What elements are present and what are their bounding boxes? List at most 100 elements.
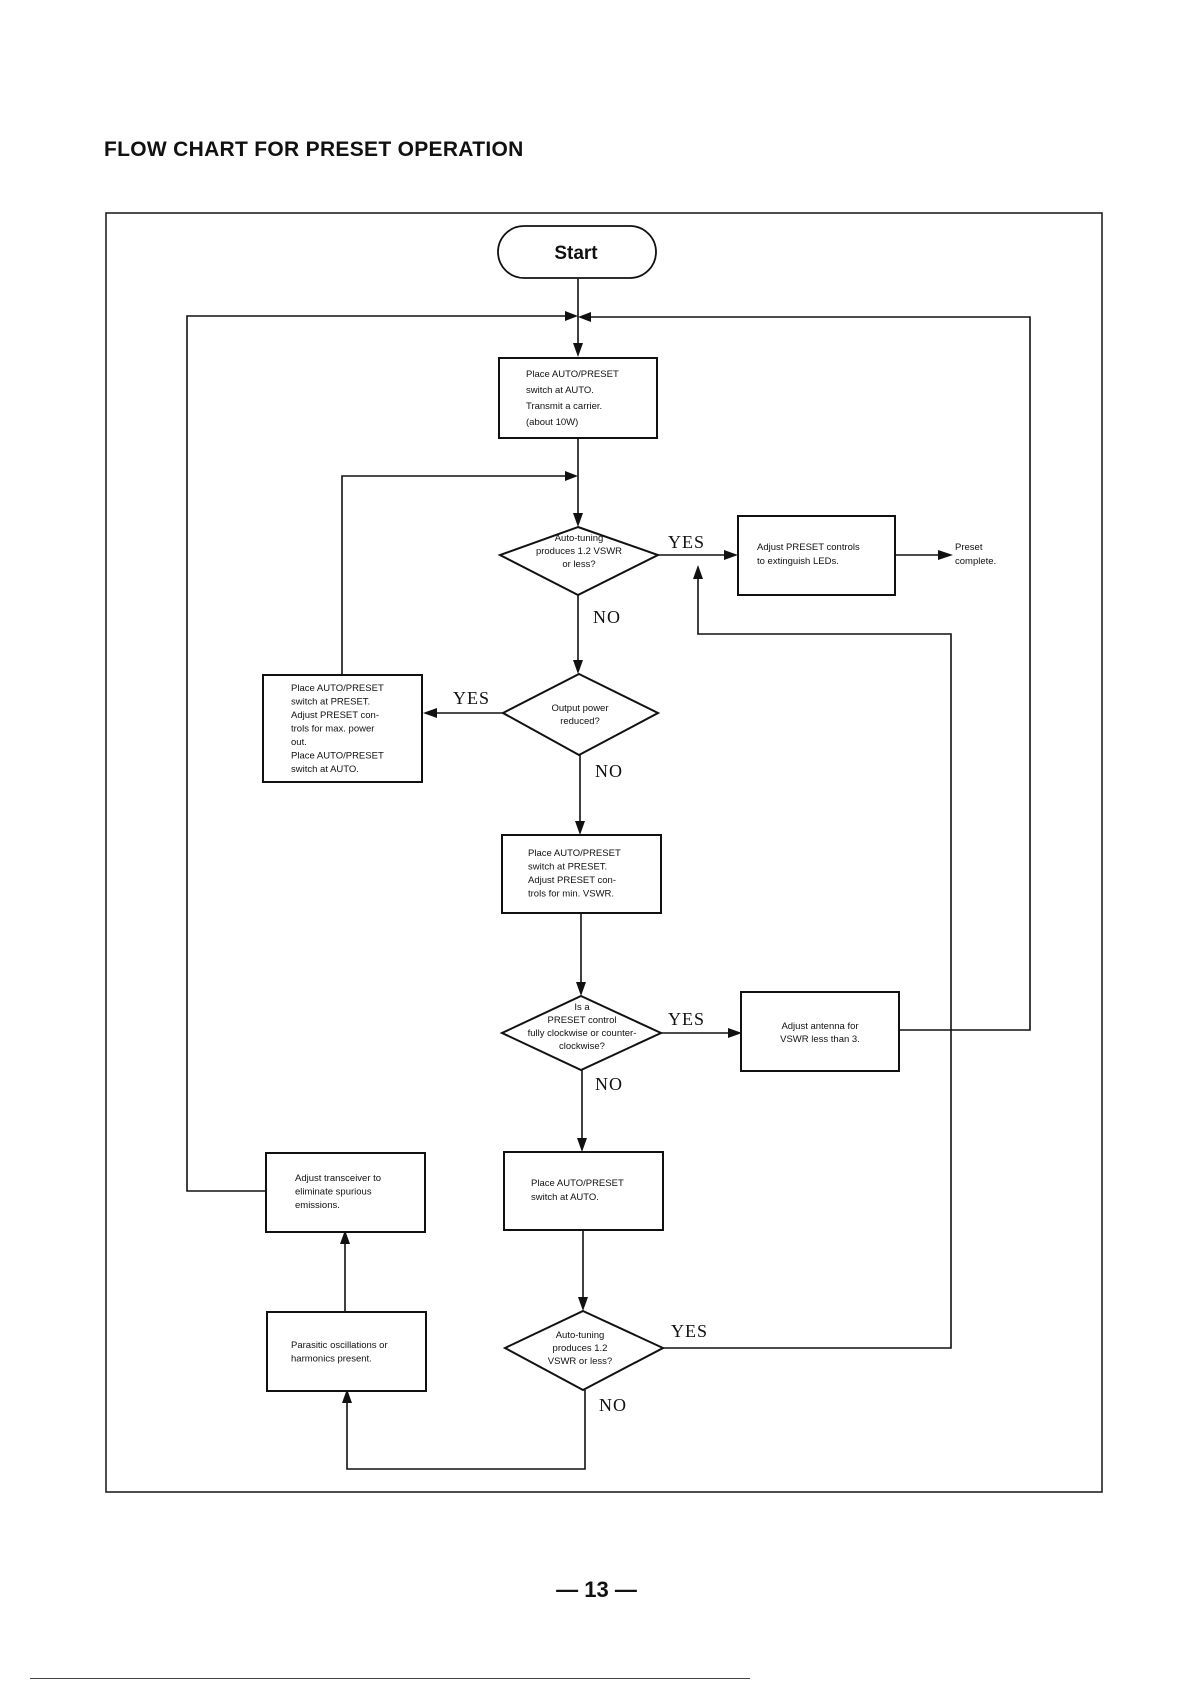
- node-text-line: Parasitic oscillations or: [291, 1340, 388, 1351]
- node-text-line: fully clockwise or counter-: [528, 1028, 637, 1039]
- max-power-box: [262, 674, 423, 783]
- node-text-line: or less?: [562, 559, 595, 570]
- node-text-line: clockwise?: [559, 1041, 605, 1052]
- min-vswr-box: [501, 834, 662, 914]
- node-text-line: produces 1.2: [553, 1343, 608, 1354]
- vswr-1-text: Auto-tuning produces 1.2 VSWR or less?: [536, 533, 622, 570]
- arrowhead: [724, 550, 738, 560]
- node-text-line: Adjust antenna for: [781, 1021, 858, 1032]
- edge-vswr2-no: [346, 1390, 586, 1470]
- start-terminator: [497, 225, 657, 279]
- node-text-line: Place AUTO/PRESET: [291, 683, 384, 694]
- node-text-line: Auto-tuning: [556, 1330, 605, 1341]
- preset-control-text: Is a PRESET control fully clockwise or cou…: [528, 1002, 637, 1052]
- node-text-line: harmonics present.: [291, 1354, 372, 1365]
- arrowhead: [575, 821, 585, 835]
- node-text-line: complete.: [955, 556, 996, 567]
- node-text-line: Place AUTO/PRESET: [291, 751, 384, 762]
- arrowhead: [576, 982, 586, 996]
- node-text-line: Adjust PRESET con-: [291, 710, 379, 721]
- no-label-preset-control: NO: [595, 1074, 623, 1094]
- adjust-preset-leds-box: [737, 515, 896, 596]
- arrowhead: [578, 1297, 588, 1311]
- place-auto-2-box: [503, 1151, 664, 1231]
- arrowhead: [342, 1389, 352, 1403]
- arrowhead: [578, 312, 591, 322]
- yes-label-preset-control: YES: [668, 1009, 705, 1029]
- node-text-line: Adjust PRESET con-: [528, 875, 616, 886]
- arrowhead: [577, 1138, 587, 1152]
- no-label-vswr-1: NO: [593, 607, 621, 627]
- node-text-line: (about 10W): [526, 417, 578, 428]
- arrowhead: [573, 660, 583, 674]
- start-label: Start: [554, 243, 598, 264]
- node-text-line: Auto-tuning: [555, 533, 604, 544]
- node-text-line: trols for max. power: [291, 724, 374, 735]
- node-text-line: Preset: [955, 542, 983, 553]
- arrowhead: [728, 1028, 742, 1038]
- edge-transceiver-loop: [186, 315, 568, 1192]
- node-text-line: reduced?: [560, 716, 600, 727]
- arrowhead: [423, 708, 437, 718]
- arrowhead: [565, 471, 578, 481]
- node-text-line: switch at AUTO.: [291, 764, 359, 775]
- node-text-line: eliminate spurious: [295, 1187, 372, 1198]
- page-title: FLOW CHART FOR PRESET OPERATION: [104, 138, 524, 161]
- adjust-transceiver-text: Adjust transceiver to eliminate spurious e…: [295, 1173, 381, 1211]
- place-auto-2-text: Place AUTO/PRESET switch at AUTO.: [531, 1178, 624, 1203]
- node-text-line: switch at PRESET.: [291, 697, 370, 708]
- arrowhead: [573, 343, 583, 357]
- edge-vswr2-yes: [662, 574, 952, 1349]
- node-text-line: Output power: [551, 703, 608, 714]
- node-text-line: Is a: [574, 1002, 590, 1013]
- min-vswr-text: Place AUTO/PRESET switch at PRESET. Adjust…: [528, 848, 621, 900]
- page-number: — 13 —: [556, 1577, 637, 1602]
- parasitic-box: [266, 1311, 427, 1392]
- edge-max-power-loop: [341, 475, 568, 675]
- node-text-line: PRESET control: [548, 1015, 617, 1026]
- node-text-line: to extinguish LEDs.: [757, 556, 839, 567]
- node-text-line: out.: [291, 737, 307, 748]
- no-label-output-power: NO: [595, 761, 623, 781]
- place-auto-text: Place AUTO/PRESET switch at AUTO. Transmit…: [526, 369, 619, 428]
- yes-label-vswr-2: YES: [671, 1321, 708, 1341]
- decision-vswr-2: [502, 1309, 666, 1392]
- node-text-line: VSWR less than 3.: [780, 1034, 860, 1045]
- output-power-text: Output power reduced?: [551, 703, 608, 727]
- decision-preset-control: [499, 994, 664, 1072]
- edge-antenna-loop: [588, 316, 1031, 1031]
- max-power-text: Place AUTO/PRESET switch at PRESET. Adjust…: [291, 683, 384, 775]
- node-text-line: Place AUTO/PRESET: [526, 369, 619, 380]
- arrowhead: [693, 565, 703, 579]
- connectors: [186, 279, 1031, 1470]
- node-text-line: Transmit a carrier.: [526, 401, 602, 412]
- flowchart-frame: [105, 212, 1103, 1493]
- arrowhead: [938, 550, 953, 560]
- node-text-line: produces 1.2 VSWR: [536, 546, 622, 557]
- node-text-line: Place AUTO/PRESET: [531, 1178, 624, 1189]
- node-text-line: Adjust transceiver to: [295, 1173, 381, 1184]
- node-text-line: Adjust PRESET controls: [757, 542, 860, 553]
- node-text-line: Place AUTO/PRESET: [528, 848, 621, 859]
- arrowhead: [340, 1230, 350, 1244]
- node-text-line: emissions.: [295, 1200, 340, 1211]
- yes-label-vswr-1: YES: [668, 532, 705, 552]
- place-auto-box: [498, 357, 658, 439]
- adjust-preset-leds-text: Adjust PRESET controls to extinguish LEDs…: [757, 542, 860, 567]
- node-text-line: trols for min. VSWR.: [528, 889, 614, 900]
- node-text-line: switch at AUTO.: [531, 1192, 599, 1203]
- arrowhead: [573, 513, 583, 527]
- parasitic-text: Parasitic oscillations or harmonics prese…: [291, 1340, 388, 1365]
- yes-label-output-power: YES: [453, 688, 490, 708]
- decision-output-power: [500, 672, 661, 757]
- node-text-line: VSWR or less?: [548, 1356, 612, 1367]
- adjust-transceiver-box: [265, 1152, 426, 1233]
- node-text-line: switch at PRESET.: [528, 862, 607, 873]
- adjust-antenna-box: [740, 991, 900, 1072]
- bottom-rule: [30, 1678, 750, 1679]
- no-label-vswr-2: NO: [599, 1395, 627, 1415]
- node-text-line: switch at AUTO.: [526, 385, 594, 396]
